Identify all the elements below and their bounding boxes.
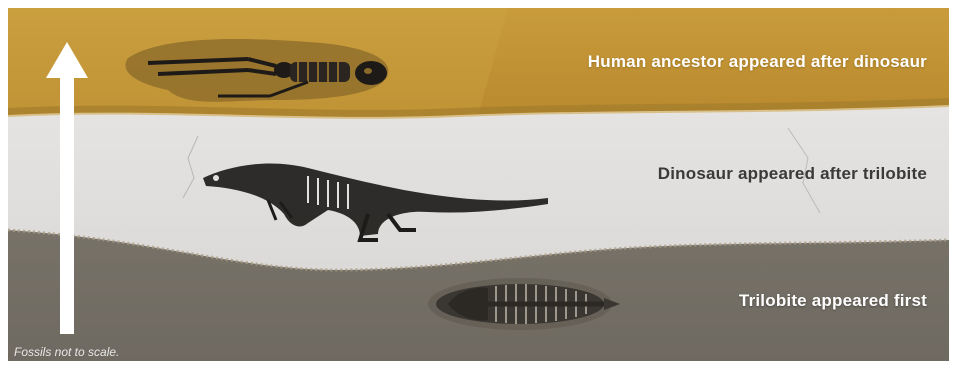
label-trilobite: Trilobite appeared first [739,291,927,311]
label-human-ancestor: Human ancestor appeared after dinosaur [588,52,927,72]
rock-strata-diagram: Human ancestor appeared after dinosaur D… [8,8,949,361]
label-dinosaur: Dinosaur appeared after trilobite [658,164,927,184]
scale-footnote: Fossils not to scale. [14,345,119,359]
